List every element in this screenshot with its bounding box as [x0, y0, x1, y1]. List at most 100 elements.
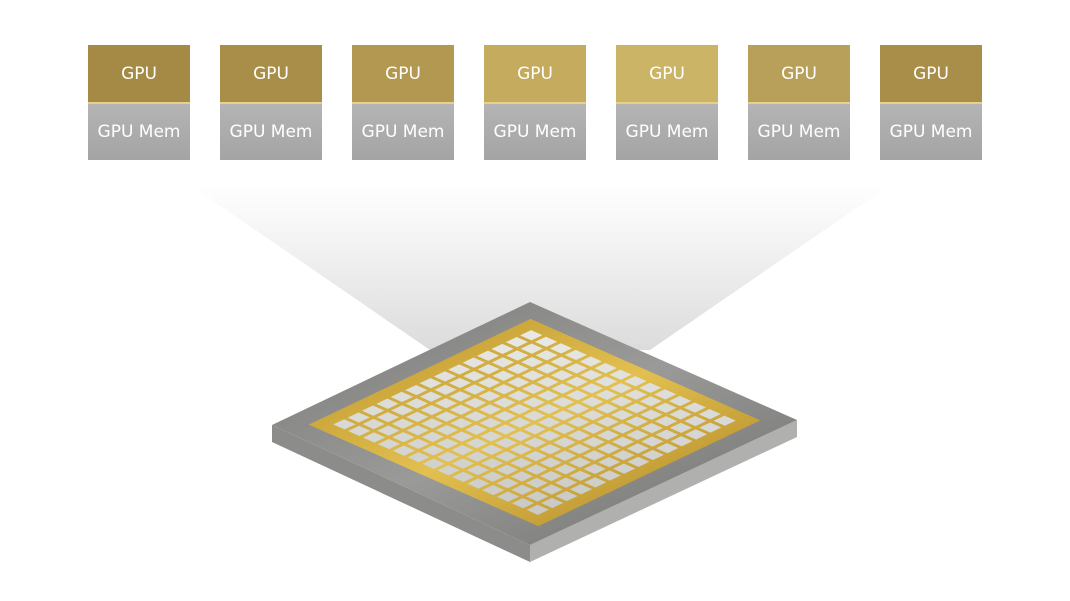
compute-tile — [536, 376, 559, 388]
compute-tile — [363, 432, 386, 443]
compute-tile — [540, 470, 563, 482]
compute-tile — [526, 504, 549, 515]
compute-tile — [480, 431, 503, 442]
compute-tile — [524, 450, 547, 462]
compute-tile — [478, 390, 501, 402]
compute-tile — [448, 377, 471, 389]
compute-tile — [508, 404, 531, 415]
compute-tile — [507, 377, 530, 388]
compute-tile — [581, 410, 604, 421]
compute-tile — [362, 405, 385, 416]
compute-tile — [434, 384, 457, 395]
compute-tile — [510, 471, 533, 482]
compute-tile — [525, 464, 548, 475]
compute-tile — [535, 350, 558, 361]
compute-tile — [520, 330, 543, 341]
compute-tile — [535, 336, 558, 347]
compute-tile — [407, 438, 430, 449]
compute-tile — [611, 436, 635, 447]
compute-tile — [537, 403, 560, 415]
compute-tile — [491, 343, 514, 355]
gpu-mem-label: GPU Mem — [880, 104, 982, 160]
chip-side-left — [272, 425, 530, 562]
compute-tile — [511, 498, 534, 509]
compute-tile — [436, 438, 459, 449]
gpu-label: GPU — [880, 45, 982, 104]
compute-tile — [391, 405, 414, 416]
compute-tile — [552, 423, 576, 435]
compute-tile — [596, 403, 619, 414]
compute-tile — [463, 370, 486, 382]
compute-tile — [610, 396, 633, 407]
compute-tile — [583, 450, 606, 461]
compute-tile — [491, 357, 515, 368]
compute-tile — [494, 424, 517, 435]
compute-tile — [509, 430, 532, 442]
compute-tile — [594, 362, 617, 374]
gpu-label: GPU — [220, 45, 322, 104]
compute-tile — [566, 403, 589, 414]
compute-tile — [390, 391, 413, 403]
compute-tile — [494, 437, 518, 449]
compute-tile — [506, 350, 529, 361]
compute-tile — [597, 430, 620, 441]
compute-tile — [595, 389, 618, 401]
compute-tile — [582, 436, 605, 448]
compute-tile — [521, 370, 544, 381]
compute-tile — [669, 422, 693, 433]
compute-tile — [639, 382, 662, 393]
compute-tile — [377, 425, 400, 436]
compute-tile — [581, 396, 604, 407]
compute-tile — [626, 429, 649, 441]
compute-tile — [522, 383, 545, 395]
compute-tile — [463, 384, 486, 395]
compute-tile — [550, 370, 574, 381]
compute-tile — [481, 458, 504, 469]
compute-tile — [580, 369, 603, 381]
compute-tile — [525, 477, 548, 489]
gpu-mem-label: GPU Mem — [748, 104, 850, 160]
compute-tile — [496, 478, 519, 489]
compute-tile — [609, 369, 632, 380]
compute-tile — [611, 423, 634, 434]
compute-tile — [464, 397, 487, 409]
compute-tile — [333, 419, 356, 430]
compute-tile — [655, 416, 678, 427]
compute-tile — [520, 343, 543, 354]
gpu-mem-label: GPU Mem — [88, 104, 190, 160]
compute-tile — [478, 377, 501, 388]
compute-tile — [698, 409, 721, 420]
gpu-label: GPU — [484, 45, 586, 104]
compute-tile — [464, 411, 487, 422]
compute-tile — [538, 430, 561, 441]
compute-tile — [521, 356, 544, 368]
compute-tile — [641, 436, 664, 447]
compute-tile — [549, 343, 573, 354]
compute-tile — [462, 357, 485, 368]
compute-tile — [436, 451, 460, 463]
compute-tile — [509, 444, 532, 455]
compute-tile — [699, 422, 722, 433]
compute-tile — [492, 384, 516, 395]
compute-tile — [437, 465, 460, 476]
compute-tile — [713, 415, 736, 426]
compute-tile — [598, 470, 621, 481]
compute-tile — [612, 450, 635, 461]
compute-tile — [465, 438, 488, 449]
compute-tile — [510, 457, 533, 469]
compute-tile — [625, 416, 648, 427]
compute-tile — [523, 424, 546, 435]
compute-tile — [422, 445, 445, 456]
compute-tile — [541, 497, 564, 509]
compute-tile — [419, 378, 442, 389]
gpu-mem-label: GPU Mem — [616, 104, 718, 160]
compute-tile — [421, 418, 444, 429]
compute-tile — [449, 391, 472, 402]
compute-tile — [407, 452, 430, 463]
compute-tile — [465, 424, 488, 435]
compute-tile — [526, 491, 549, 502]
